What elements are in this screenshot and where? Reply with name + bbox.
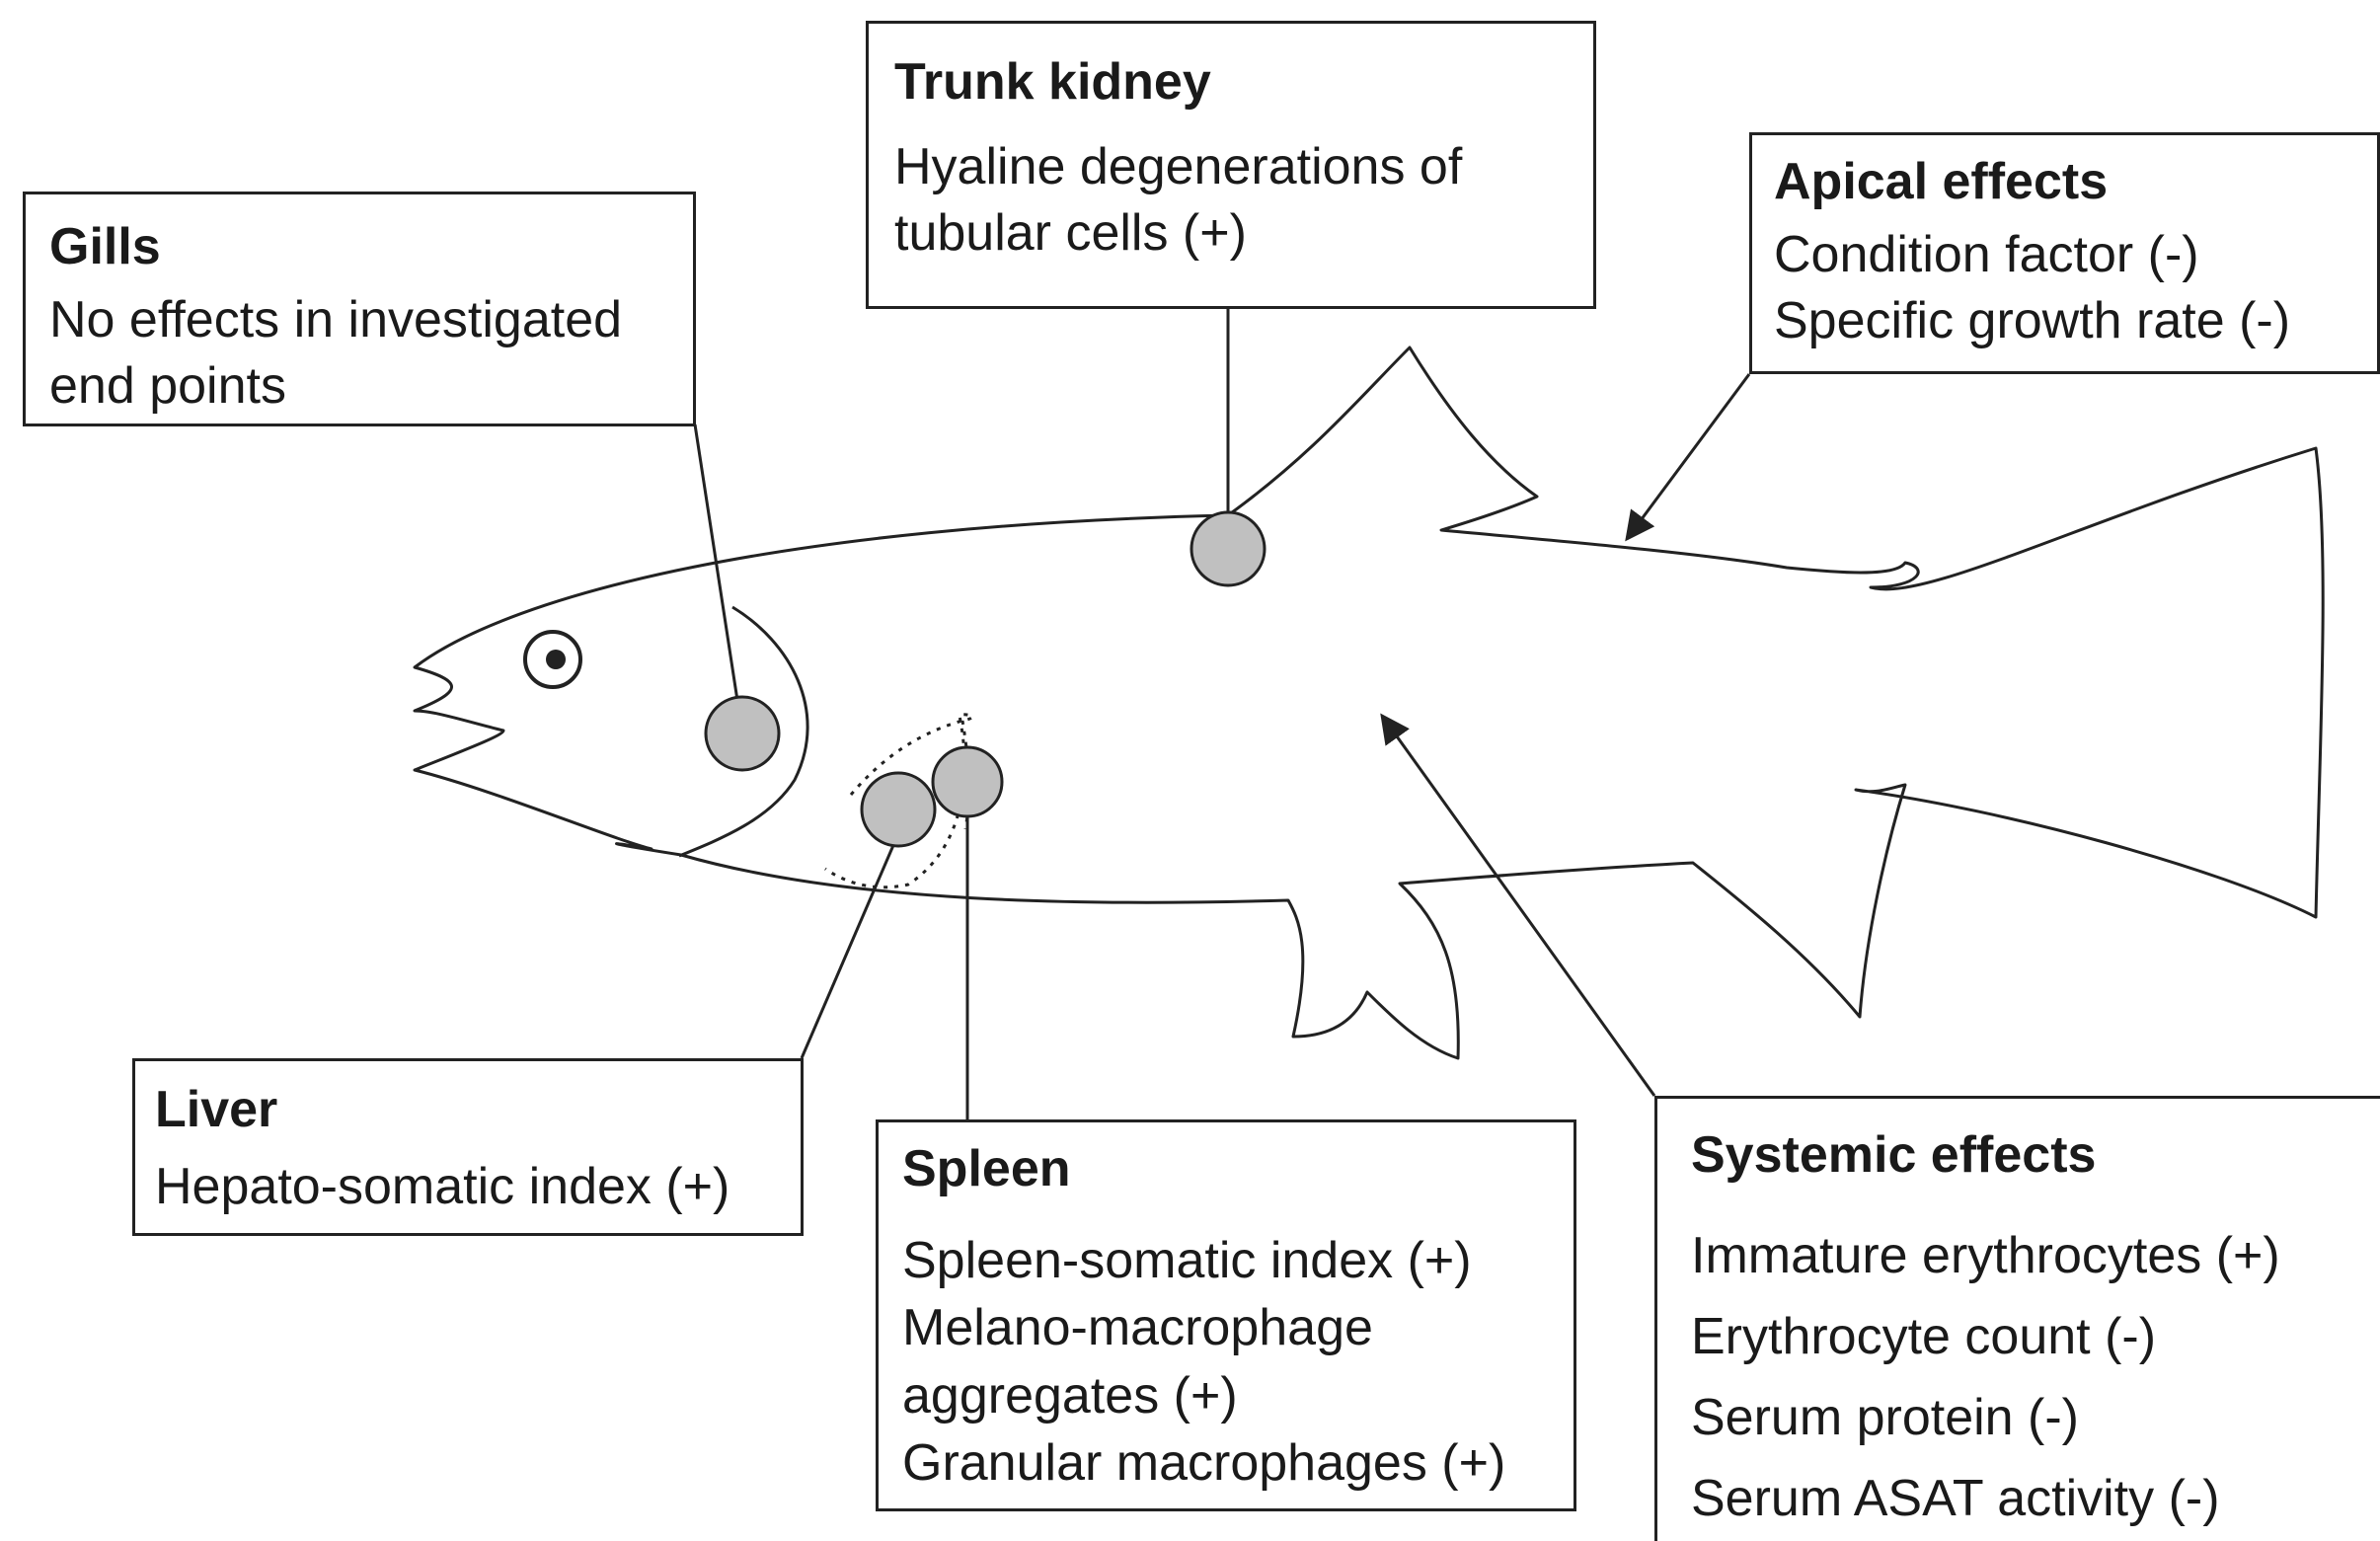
liver-leader-line: [802, 829, 900, 1058]
trunk-kidney-marker: [1191, 512, 1265, 585]
eye-pupil: [546, 650, 566, 669]
trunk-kidney-box: Trunk kidney Hyaline degenerations of tu…: [866, 21, 1596, 309]
trunk-kidney-title: Trunk kidney: [894, 49, 1568, 116]
liver-title: Liver: [155, 1077, 801, 1144]
gills-marker: [706, 697, 779, 770]
trunk-kidney-line: Hyaline degenerations of: [894, 134, 1568, 201]
spleen-marker: [933, 747, 1002, 816]
spleen-line: Spleen-somatic index (+): [902, 1227, 1574, 1295]
gills-line: No effects in investigated: [49, 287, 669, 354]
systemic-effects-line: Immature erythrocytes (+): [1691, 1215, 2380, 1296]
apical-effects-line: Condition factor (-): [1774, 222, 2377, 289]
gills-box: Gills No effects in investigated end poi…: [23, 192, 696, 426]
spleen-line: Melano-macrophage: [902, 1294, 1574, 1362]
systemic-effects-box: Systemic effects Immature erythrocytes (…: [1654, 1096, 2380, 1541]
gills-title: Gills: [49, 214, 669, 281]
spleen-line: aggregates (+): [902, 1362, 1574, 1430]
systemic-effects-title: Systemic effects: [1691, 1122, 2380, 1190]
spleen-line: Granular macrophages (+): [902, 1429, 1574, 1498]
systemic-effects-line: Serum protein (-): [1691, 1377, 2380, 1458]
gills-line: end points: [49, 353, 669, 421]
systemic-effects-line: Erythrocyte count (-): [1691, 1296, 2380, 1377]
apical-effects-line: Specific growth rate (-): [1774, 288, 2377, 355]
liver-box: Liver Hepato-somatic index (+): [132, 1058, 804, 1236]
liver-marker: [862, 773, 935, 846]
systemic-effects-line: Serum ASAT activity (-): [1691, 1458, 2380, 1539]
systemic-arrow: [1382, 716, 1654, 1096]
trunk-kidney-line: tubular cells (+): [894, 200, 1568, 268]
spleen-box: Spleen Spleen-somatic index (+) Melano-m…: [876, 1119, 1576, 1511]
apical-arrow: [1627, 374, 1749, 539]
apical-effects-box: Apical effects Condition factor (-) Spec…: [1749, 132, 2380, 374]
apical-effects-title: Apical effects: [1774, 149, 2377, 216]
spleen-title: Spleen: [902, 1136, 1574, 1203]
liver-line: Hepato-somatic index (+): [155, 1154, 801, 1221]
